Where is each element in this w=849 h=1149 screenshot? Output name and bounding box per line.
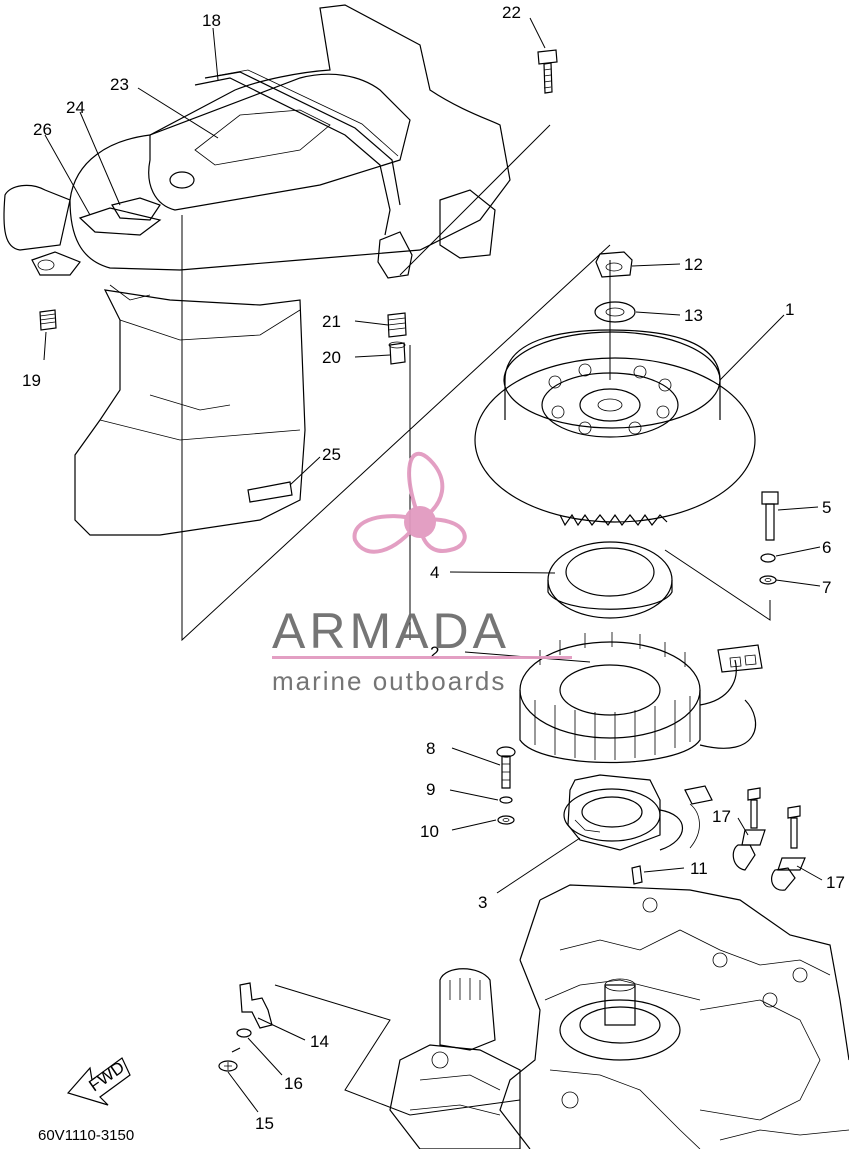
callout-10: 10 (420, 822, 439, 841)
callout-4: 4 (430, 563, 439, 582)
callout-15: 15 (255, 1114, 274, 1133)
bolt-washers-right (759, 491, 779, 585)
callout-5: 5 (822, 498, 831, 517)
powerhead (389, 884, 849, 1149)
callout-11: 11 (690, 859, 708, 878)
flywheel-nut-washer (594, 251, 636, 323)
callout-21: 21 (322, 312, 341, 331)
callout-2: 2 (430, 643, 439, 662)
callout-26: 26 (33, 120, 52, 139)
callout-20: 20 (322, 348, 341, 367)
rotor-ring (547, 541, 673, 619)
callout-17a: 17 (712, 807, 731, 826)
callout-22: 22 (502, 3, 521, 22)
fasteners-top (39, 49, 558, 365)
propeller-logo-icon (352, 451, 467, 554)
callout-1: 1 (785, 300, 794, 319)
flywheel (474, 329, 756, 527)
clamps (732, 787, 806, 891)
callout-24: 24 (66, 98, 85, 117)
pulser-base (563, 774, 713, 851)
watermark-brand: ARMADA (272, 603, 510, 659)
callout-25: 25 (322, 445, 341, 464)
callout-6: 6 (822, 538, 831, 557)
watermark-tagline: marine outboards (272, 666, 506, 696)
callout-8: 8 (426, 739, 435, 758)
callout-18: 18 (202, 11, 221, 30)
flywheel-cover (3, 4, 511, 536)
bracket-screw (218, 982, 521, 1116)
reference-lines (181, 124, 771, 642)
callout-7: 7 (822, 578, 831, 597)
diagram-code: 60V1110-3150 (38, 1127, 134, 1144)
callout-16: 16 (284, 1074, 303, 1093)
woodruff-key (631, 865, 643, 885)
callout-13: 13 (684, 306, 703, 325)
callout-leaders (43, 17, 823, 1113)
callout-14: 14 (310, 1032, 329, 1051)
callout-12: 12 (684, 255, 703, 274)
fwd-label: FWD (85, 1058, 128, 1096)
callout-3: 3 (478, 893, 487, 912)
screws-left (496, 746, 516, 825)
stator (519, 632, 763, 763)
callout-23: 23 (110, 75, 129, 94)
callout-17b: 17 (826, 873, 845, 892)
watermark-rule (272, 656, 572, 659)
armada-watermark: ARMADA marine outboards (272, 451, 572, 696)
callout-labels: 1 2 3 4 5 6 7 8 9 10 11 12 13 14 15 16 1… (22, 3, 845, 1133)
fwd-arrow: FWD (66, 1057, 131, 1106)
callout-19: 19 (22, 371, 41, 390)
callout-9: 9 (426, 780, 435, 799)
